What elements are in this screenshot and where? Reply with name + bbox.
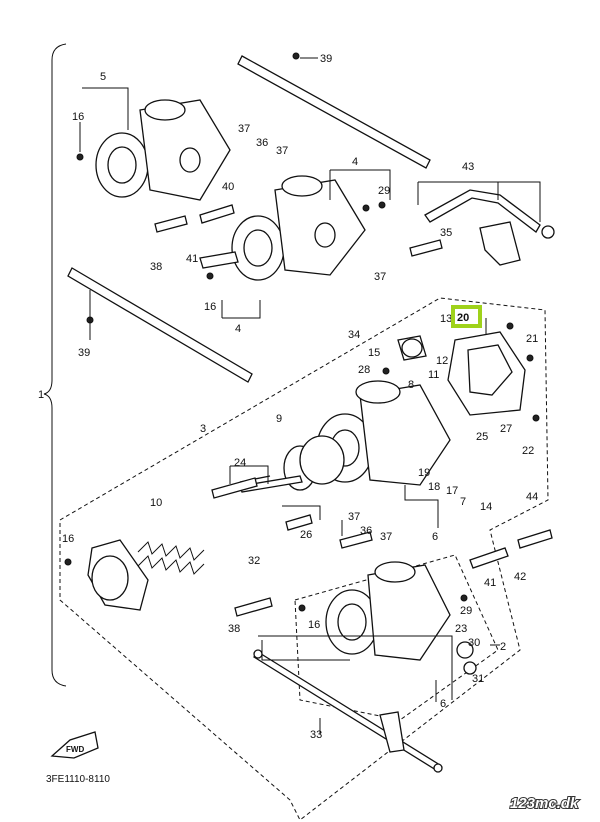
screws xyxy=(64,52,540,612)
piston-spring xyxy=(137,541,205,575)
front-direction-arrow: FWD xyxy=(50,731,99,759)
callout-4-left: 4 xyxy=(235,323,241,335)
callout-37-c: 37 xyxy=(374,271,386,283)
callout-36-top: 36 xyxy=(256,137,268,149)
callout-17: 17 xyxy=(446,485,458,497)
carburetor-lower xyxy=(325,561,451,661)
drawing-code: 3FE1110-8110 xyxy=(46,774,110,785)
callout-4-top: 4 xyxy=(352,156,358,168)
callout-11: 11 xyxy=(428,369,439,381)
rod-lower xyxy=(67,267,253,383)
link-arm-assembly xyxy=(424,189,555,266)
callout-6-upper: 6 xyxy=(432,531,438,543)
diaphragm-piston xyxy=(239,435,345,493)
callout-30: 30 xyxy=(468,637,480,649)
carburetor-top-middle xyxy=(231,175,366,281)
callout-16-left: 16 xyxy=(62,533,74,545)
callout-27: 27 xyxy=(500,423,512,435)
callout-2: 2 xyxy=(500,641,506,653)
callout-34: 34 xyxy=(348,329,360,341)
callout-16-mid: 16 xyxy=(204,301,216,313)
callout-28: 28 xyxy=(358,364,370,376)
callout-39-top: 39 xyxy=(320,53,332,65)
callout-37-e: 37 xyxy=(380,531,392,543)
callout-29-top: 29 xyxy=(378,185,390,197)
diaphragm-cover xyxy=(87,539,149,611)
callout-20: 20 xyxy=(457,312,469,324)
callout-1: 1 xyxy=(38,389,44,401)
callout-33: 33 xyxy=(310,729,322,741)
callout-32: 32 xyxy=(248,555,260,567)
callout-9: 9 xyxy=(276,413,282,425)
callout-37-b: 37 xyxy=(276,145,288,157)
highlight-box-20 xyxy=(451,305,482,328)
callout-40: 40 xyxy=(222,181,234,193)
top-cover xyxy=(447,331,526,416)
callout-25: 25 xyxy=(476,431,488,443)
callout-19: 19 xyxy=(418,467,430,479)
callout-7: 7 xyxy=(460,496,466,508)
callout-39-lower: 39 xyxy=(78,347,90,359)
assembly-bracket xyxy=(43,43,67,687)
subassembly-box-main xyxy=(59,297,549,821)
callout-12: 12 xyxy=(436,355,448,367)
callout-29-lower: 29 xyxy=(460,605,472,617)
callout-41-lower: 41 xyxy=(484,577,496,589)
small-fittings xyxy=(154,204,553,675)
callout-6-lower: 6 xyxy=(440,698,446,710)
callout-43: 43 xyxy=(462,161,474,173)
callout-3: 3 xyxy=(200,423,206,435)
callout-35: 35 xyxy=(440,227,452,239)
callout-13: 13 xyxy=(440,313,452,325)
callout-38-lower: 38 xyxy=(228,623,240,635)
callout-18: 18 xyxy=(428,481,440,493)
callout-41-top: 41 xyxy=(186,253,198,265)
callout-10: 10 xyxy=(150,497,162,509)
callout-14: 14 xyxy=(480,501,492,513)
subassembly-box-lower xyxy=(294,554,499,721)
callout-15: 15 xyxy=(368,347,380,359)
callout-5: 5 xyxy=(100,71,106,83)
callout-23: 23 xyxy=(455,623,467,635)
callout-24: 24 xyxy=(234,457,246,469)
callout-44: 44 xyxy=(526,491,538,503)
callout-21: 21 xyxy=(526,333,538,345)
callout-37-a: 37 xyxy=(238,123,250,135)
leader-lines xyxy=(79,57,541,734)
throttle-linkage-bar xyxy=(253,649,443,773)
callout-36-lower: 36 xyxy=(360,525,372,537)
callout-38-top: 38 xyxy=(150,261,162,273)
carburetor-top-left xyxy=(95,99,231,201)
callout-16-lower: 16 xyxy=(308,619,320,631)
callout-26: 26 xyxy=(300,529,312,541)
watermark: 123mc.dk xyxy=(510,795,579,812)
callout-22: 22 xyxy=(522,445,534,457)
front-marker-label: FWD xyxy=(66,745,84,754)
callout-8: 8 xyxy=(408,379,414,391)
callout-16-top: 16 xyxy=(72,111,84,123)
rod-upper xyxy=(237,55,431,169)
callout-31: 31 xyxy=(472,673,484,685)
callout-42: 42 xyxy=(514,571,526,583)
callout-37-d: 37 xyxy=(348,511,360,523)
